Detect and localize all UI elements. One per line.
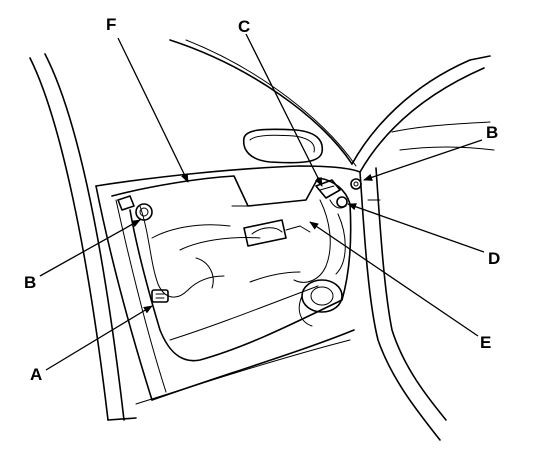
callout-b-left: B <box>24 273 37 292</box>
door-frame <box>29 53 361 421</box>
speaker <box>298 279 343 327</box>
wire-harness <box>139 199 346 298</box>
callout-e: E <box>480 333 492 352</box>
callout-c: C <box>238 17 251 36</box>
callout-b-right: B <box>486 123 499 142</box>
clip-b-right <box>350 178 362 190</box>
side-mirror <box>242 128 324 164</box>
connector-a <box>151 289 169 303</box>
callout-a: A <box>30 365 43 384</box>
leader-lines <box>39 33 485 371</box>
callout-f: F <box>106 15 117 34</box>
inner-handle <box>243 219 311 247</box>
inner-panel <box>111 175 352 362</box>
callout-d: D <box>488 249 501 268</box>
connector-cd <box>315 179 348 209</box>
clip-b-left <box>117 195 153 221</box>
window-frame <box>169 39 495 173</box>
pillar <box>359 167 447 441</box>
